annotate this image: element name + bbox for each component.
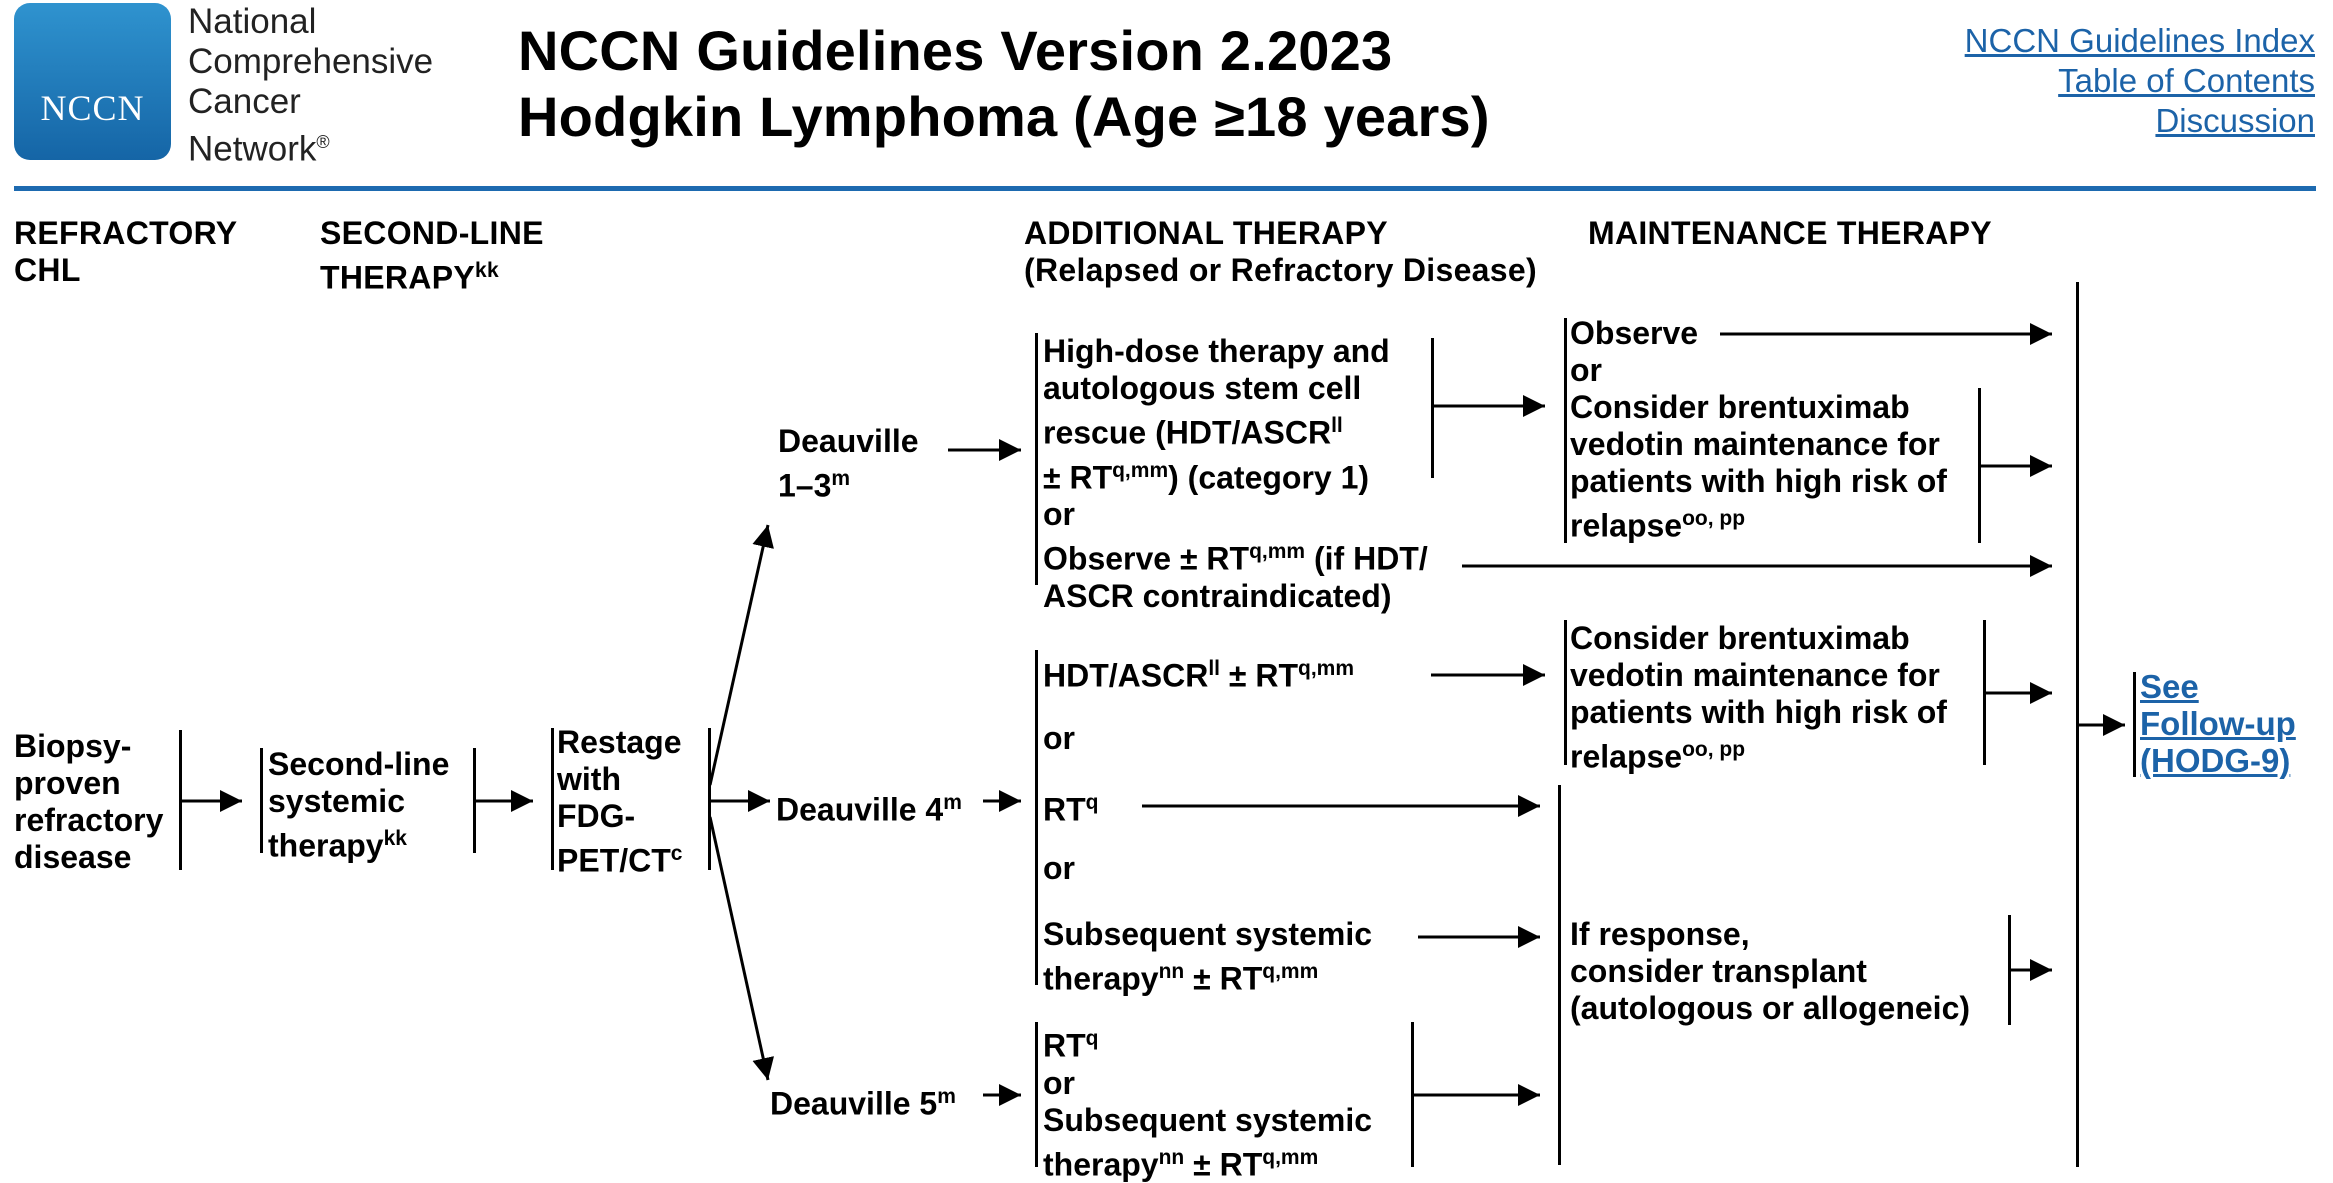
d5-therapy-options: RTq or Subsequent systemic therapynn ± R…	[1043, 1027, 1372, 1183]
nccn-logo: NCCN	[14, 3, 171, 160]
page-subtitle: Hodgkin Lymphoma (Age ≥18 years)	[518, 85, 1490, 148]
registered-mark: ®	[316, 132, 330, 152]
header-maintenance-therapy: MAINTENANCE THERAPY	[1588, 215, 1992, 251]
header-additional-therapy: ADDITIONAL THERAPY(Relapsed or Refractor…	[1024, 215, 1537, 288]
org-line: Comprehensive	[188, 42, 434, 81]
org-line: Cancer	[188, 82, 301, 121]
page-title: NCCN Guidelines Version 2.2023	[518, 19, 1393, 82]
bracket-biopsy	[179, 730, 182, 870]
bracket-response-right	[2008, 915, 2011, 1025]
d4-maintenance-options: Consider brentuximab vedotin maintenance…	[1570, 620, 1947, 775]
bracket-d13-options	[1035, 333, 1038, 585]
response-consider-transplant: If response, consider transplant (autolo…	[1570, 916, 1971, 1026]
org-line: National	[188, 2, 317, 41]
header-divider	[14, 186, 2316, 191]
bracket-d4-options	[1035, 650, 1038, 985]
node-deauville-4: Deauville 4m	[776, 791, 962, 828]
bracket-restage-right	[708, 728, 711, 870]
organization-name: National Comprehensive Cancer Network®	[188, 2, 433, 170]
node-deauville-1-3: Deauville 1–3m	[778, 423, 919, 504]
d4-or-1: or	[1043, 720, 1075, 756]
org-line: Network	[188, 129, 317, 169]
bracket-d4-maintenance	[1564, 620, 1567, 765]
d4-subsequent-systemic-therapy: Subsequent systemic therapynn ± RTq,mm	[1043, 916, 1372, 997]
bracket-d13-maintenance	[1564, 318, 1567, 543]
bracket-second-line-right	[473, 748, 476, 853]
node-deauville-5: Deauville 5m	[770, 1085, 956, 1122]
bracket-brentuximab-right	[1978, 388, 1981, 543]
bracket-restage-left	[551, 728, 554, 870]
d4-or-2: or	[1043, 850, 1075, 886]
bracket-converge	[2076, 282, 2079, 1167]
guidelines-index-link[interactable]: NCCN Guidelines Index	[1964, 22, 2315, 59]
bracket-d5-right	[1411, 1022, 1414, 1167]
see-follow-up-link[interactable]: See Follow-up (HODG-9)	[2140, 668, 2296, 779]
discussion-link[interactable]: Discussion	[2155, 102, 2315, 139]
bracket-response	[1558, 785, 1561, 1165]
bracket-d5-options	[1035, 1022, 1038, 1167]
arrow-restage-to-d5	[708, 816, 775, 1081]
logo-text: NCCN	[40, 88, 145, 128]
table-of-contents-link[interactable]: Table of Contents	[2058, 62, 2315, 99]
arrow-restage-to-d13	[708, 524, 774, 786]
bracket-hdt-right	[1431, 338, 1434, 478]
d13-therapy-options: High-dose therapy and autologous stem ce…	[1043, 333, 1428, 614]
d13-maintenance-options: Observe or Consider brentuximab vedotin …	[1570, 315, 1947, 544]
bracket-followup	[2133, 672, 2136, 777]
bracket-d4-maintenance-right	[1983, 620, 1986, 765]
bracket-second-line-left	[260, 748, 263, 853]
d4-rt: RTq	[1043, 791, 1099, 828]
d4-hdt-ascr: HDT/ASCRll ± RTq,mm	[1043, 657, 1355, 694]
